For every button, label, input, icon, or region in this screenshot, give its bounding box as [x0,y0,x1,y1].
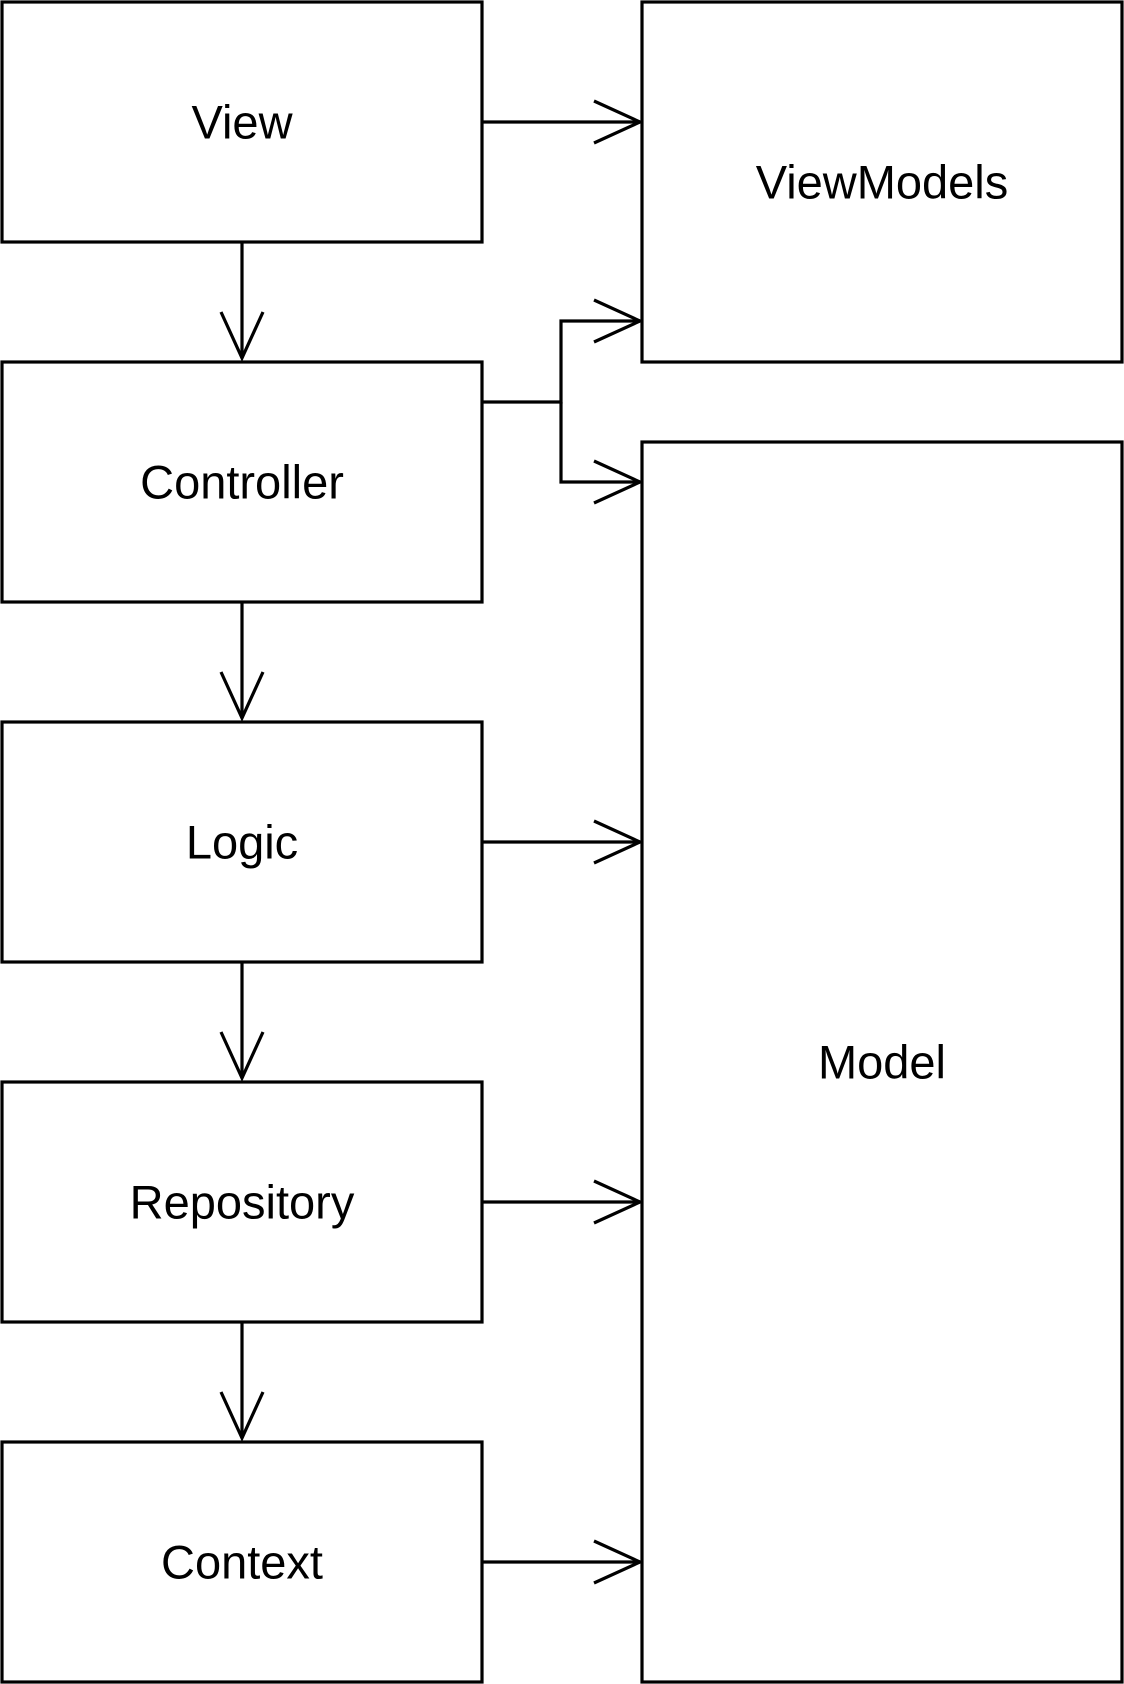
node-view: View [0,0,484,244]
node-logic-label: Logic [186,816,298,869]
edge-repository-to-context [219,1322,265,1442]
edge-controller-to-viewmodels [482,298,644,404]
edge-logic-to-model [482,819,644,865]
edge-controller-to-logic [219,602,265,722]
node-viewmodels-label: ViewModels [756,156,1009,209]
edge-view-to-controller [219,242,265,362]
node-repository-label: Repository [130,1176,355,1229]
edge-repository-to-model [482,1179,644,1225]
edge-controller-to-model [559,402,644,505]
edge-view-to-viewmodels [482,99,644,145]
node-controller-label: Controller [140,456,344,509]
node-context: Context [0,1440,484,1684]
node-controller: Controller [0,360,484,604]
edges [219,99,644,1585]
node-view-label: View [191,96,293,149]
node-model: Model [640,440,1124,1684]
node-repository: Repository [0,1080,484,1324]
node-context-label: Context [161,1536,323,1589]
node-viewmodels: ViewModels [640,0,1124,364]
node-logic: Logic [0,720,484,964]
node-model-label: Model [818,1036,946,1089]
edge-logic-to-repository [219,962,265,1082]
edge-context-to-model [482,1539,644,1585]
